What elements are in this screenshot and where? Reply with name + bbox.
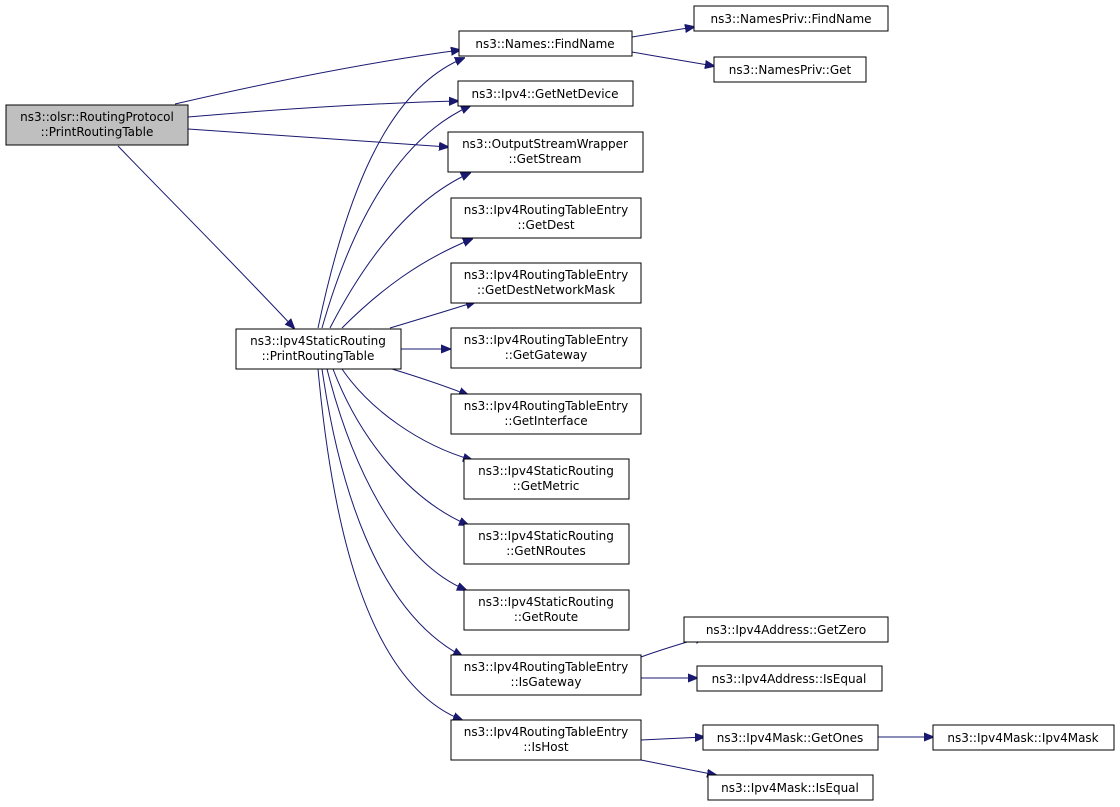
node-olsr-routing-protocol-print-routing-table[interactable]: ns3::olsr::RoutingProtocol ::PrintRoutin… bbox=[5, 104, 189, 146]
node-label-line: ::GetGateway bbox=[505, 348, 587, 362]
node-label-line: ::GetMetric bbox=[513, 479, 580, 493]
node-label-line: ns3::Names::FindName bbox=[475, 37, 614, 51]
node-ipv4-mask-ipv4-mask[interactable]: ns3::Ipv4Mask::Ipv4Mask bbox=[932, 724, 1115, 751]
node-label-line: ns3::Ipv4::GetNetDevice bbox=[471, 87, 618, 101]
node-label-line: ns3::Ipv4StaticRouting bbox=[250, 334, 386, 348]
node-label-line: ::GetDestNetworkMask bbox=[477, 283, 615, 297]
node-label-line: ::PrintRoutingTable bbox=[41, 125, 154, 139]
edge-names-findname-namespriv-get bbox=[631, 51, 714, 66]
node-static-routing-get-route[interactable]: ns3::Ipv4StaticRouting ::GetRoute bbox=[463, 589, 630, 631]
node-label-line: ns3::Ipv4RoutingTableEntry bbox=[464, 333, 628, 347]
node-ipv4-mask-get-ones[interactable]: ns3::Ipv4Mask::GetOnes bbox=[702, 724, 879, 751]
node-label-line: ns3::Ipv4StaticRouting bbox=[478, 595, 614, 609]
node-label-line: ns3::OutputStreamWrapper bbox=[462, 137, 628, 151]
node-names-priv-get[interactable]: ns3::NamesPriv::Get bbox=[713, 56, 867, 83]
node-label-line: ns3::Ipv4Address::IsEqual bbox=[712, 672, 867, 686]
edge-static-print-osw-getstream bbox=[329, 173, 470, 329]
edge-static-print-rte-getdestnetworkmask bbox=[389, 302, 475, 329]
node-label-line: ::GetStream bbox=[509, 152, 582, 166]
node-label-line: ::GetRoute bbox=[514, 610, 578, 624]
node-label-line: ns3::Ipv4Mask::IsEqual bbox=[721, 781, 859, 795]
node-label-line: ::GetDest bbox=[517, 218, 574, 232]
node-routing-table-entry-get-dest[interactable]: ns3::Ipv4RoutingTableEntry ::GetDest bbox=[450, 197, 642, 239]
node-routing-table-entry-is-host[interactable]: ns3::Ipv4RoutingTableEntry ::IsHost bbox=[450, 719, 642, 761]
edge-static-print-ipv4-getnetdevice bbox=[321, 106, 470, 329]
node-label-line: ns3::Ipv4RoutingTableEntry bbox=[464, 268, 628, 282]
edge-static-print-sr-getroute bbox=[326, 368, 466, 590]
edge-static-print-rte-getinterface bbox=[391, 368, 468, 395]
node-static-routing-get-n-routes[interactable]: ns3::Ipv4StaticRouting ::GetNRoutes bbox=[463, 523, 630, 565]
node-label-line: ns3::Ipv4Mask::Ipv4Mask bbox=[947, 731, 1098, 745]
node-label-line: ::IsHost bbox=[523, 740, 568, 754]
edge-rte-ishost-mask-getones bbox=[640, 737, 704, 740]
edge-root-names-findname bbox=[174, 50, 460, 105]
node-routing-table-entry-get-dest-network-mask[interactable]: ns3::Ipv4RoutingTableEntry ::GetDestNetw… bbox=[450, 262, 642, 304]
edges bbox=[117, 27, 933, 775]
node-label-line: ns3::Ipv4RoutingTableEntry bbox=[464, 660, 628, 674]
edge-names-findname-namespriv-findname bbox=[631, 27, 694, 38]
edge-static-print-names-findname bbox=[317, 58, 464, 329]
node-names-priv-find-name[interactable]: ns3::NamesPriv::FindName bbox=[693, 5, 889, 32]
node-ipv4-static-routing-print-routing-table[interactable]: ns3::Ipv4StaticRouting ::PrintRoutingTab… bbox=[235, 328, 402, 370]
node-routing-table-entry-get-gateway[interactable]: ns3::Ipv4RoutingTableEntry ::GetGateway bbox=[450, 327, 642, 369]
node-label-line: ::PrintRoutingTable bbox=[262, 349, 375, 363]
node-static-routing-get-metric[interactable]: ns3::Ipv4StaticRouting ::GetMetric bbox=[463, 458, 630, 500]
node-routing-table-entry-get-interface[interactable]: ns3::Ipv4RoutingTableEntry ::GetInterfac… bbox=[450, 393, 642, 435]
edge-root-osw-getstream bbox=[187, 128, 448, 147]
edge-root-ipv4-getnetdevice bbox=[187, 101, 458, 118]
node-label-line: ns3::Ipv4StaticRouting bbox=[478, 464, 614, 478]
node-ipv4-get-net-device[interactable]: ns3::Ipv4::GetNetDevice bbox=[457, 80, 634, 107]
node-label-line: ns3::Ipv4RoutingTableEntry bbox=[464, 399, 628, 413]
node-label-line: ns3::NamesPriv::FindName bbox=[710, 12, 871, 26]
node-label-line: ns3::Ipv4Address::GetZero bbox=[706, 623, 866, 637]
node-label-line: ns3::Ipv4Mask::GetOnes bbox=[717, 731, 864, 745]
edge-static-print-rte-ishost bbox=[317, 368, 462, 720]
edge-static-print-sr-getnroutes bbox=[332, 368, 468, 525]
node-label-line: ns3::NamesPriv::Get bbox=[729, 63, 852, 77]
node-routing-table-entry-is-gateway[interactable]: ns3::Ipv4RoutingTableEntry ::IsGateway bbox=[450, 654, 642, 696]
node-label-line: ::GetInterface bbox=[504, 414, 587, 428]
node-label-line: ns3::Ipv4RoutingTableEntry bbox=[464, 203, 628, 217]
edge-static-print-sr-getmetric bbox=[341, 368, 472, 460]
node-label-line: ::IsGateway bbox=[511, 675, 582, 689]
node-ipv4-mask-is-equal[interactable]: ns3::Ipv4Mask::IsEqual bbox=[707, 774, 874, 801]
node-label-line: ::GetNRoutes bbox=[506, 544, 586, 558]
node-names-find-name[interactable]: ns3::Names::FindName bbox=[458, 30, 633, 57]
node-output-stream-wrapper-get-stream[interactable]: ns3::OutputStreamWrapper ::GetStream bbox=[447, 131, 644, 173]
node-label-line: ns3::Ipv4StaticRouting bbox=[478, 529, 614, 543]
edge-root-static-print bbox=[117, 145, 294, 328]
edge-static-print-rte-getdest bbox=[341, 239, 472, 329]
node-label-line: ns3::olsr::RoutingProtocol bbox=[20, 110, 174, 124]
nodes: ns3::olsr::RoutingProtocol ::PrintRoutin… bbox=[5, 5, 1115, 801]
edge-rte-ishost-mask-isequal bbox=[640, 759, 716, 775]
node-ipv4-address-get-zero[interactable]: ns3::Ipv4Address::GetZero bbox=[683, 616, 889, 643]
node-ipv4-address-is-equal[interactable]: ns3::Ipv4Address::IsEqual bbox=[696, 665, 883, 692]
edge-static-print-rte-isgateway bbox=[321, 368, 462, 656]
node-label-line: ns3::Ipv4RoutingTableEntry bbox=[464, 725, 628, 739]
